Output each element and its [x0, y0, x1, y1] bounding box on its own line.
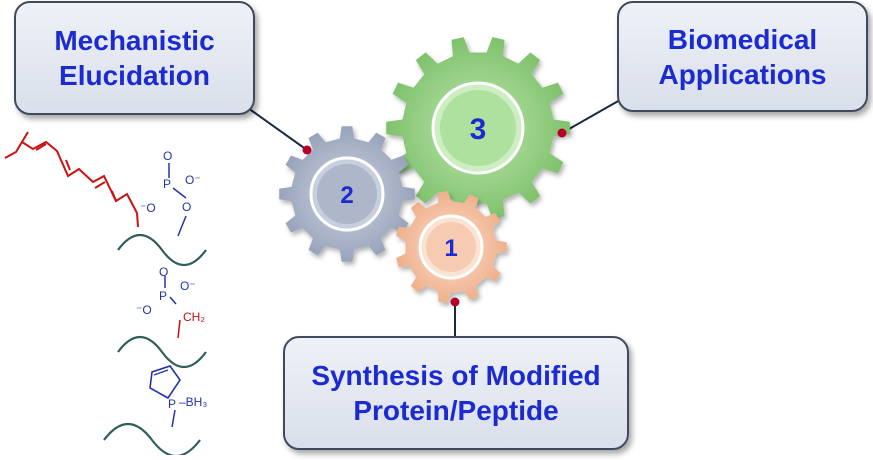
phosphonate-o-upper: O [159, 265, 168, 279]
callout-mechanistic-elucidation: Mechanistic Elucidation [14, 1, 255, 115]
structure-phospholene-borane: P –BH₃ [103, 365, 207, 457]
phospholene-p: P [168, 397, 176, 411]
phosphate-o-minus-left: ⁻O [140, 201, 156, 215]
callout-biomedical-applications: Biomedical Applications [617, 1, 868, 112]
callout-synthesis: Synthesis of Modified Protein/Peptide [283, 336, 629, 450]
callout-biomedical-line-1: Biomedical [667, 23, 818, 55]
gear-3 [386, 37, 570, 219]
phosphate-o-link: O [182, 200, 191, 214]
structure-farnesyl-phosphate: O P O⁻ ⁻O O [4, 131, 207, 266]
callout-biomedical-line-2: Applications [658, 58, 827, 90]
phosphate-p: P [163, 177, 171, 191]
callout-synthesis-line-1: Synthesis of Modified [311, 360, 601, 391]
gear-1 [396, 191, 507, 303]
phosphonate-p: P [159, 289, 167, 303]
connector-mechanistic [247, 107, 308, 151]
pin-synthesis [450, 297, 460, 307]
gear-1-label: 1 [444, 235, 457, 262]
phosphate-o-upper: O [163, 149, 172, 163]
phospholene-ring [149, 365, 181, 400]
borane-label: –BH₃ [179, 395, 207, 409]
phosphonate-o-minus-right: O⁻ [180, 279, 196, 293]
farnesyl-chain [4, 140, 138, 214]
backbone-middle [117, 336, 207, 368]
phosphate-o-minus-right: O⁻ [185, 173, 201, 187]
connector-biomedical [561, 99, 621, 134]
pin-mechanistic [302, 145, 312, 155]
callout-mechanistic-line-1: Mechanistic [54, 25, 215, 56]
phosphonate-ch2: CH₂ [183, 310, 205, 324]
gear-3-label: 3 [470, 113, 487, 146]
gear-2-label: 2 [340, 182, 353, 209]
backbone-top [117, 234, 207, 266]
backbone-bottom [103, 423, 201, 457]
callout-mechanistic-line-2: Elucidation [59, 60, 210, 91]
structure-phosphonate: O P O⁻ ⁻O CH₂ [117, 265, 207, 368]
phosphonate-o-minus-left: ⁻O [136, 303, 152, 317]
pin-biomedical [557, 128, 567, 138]
callout-synthesis-line-2: Protein/Peptide [353, 395, 559, 426]
gear-2 [279, 126, 415, 262]
